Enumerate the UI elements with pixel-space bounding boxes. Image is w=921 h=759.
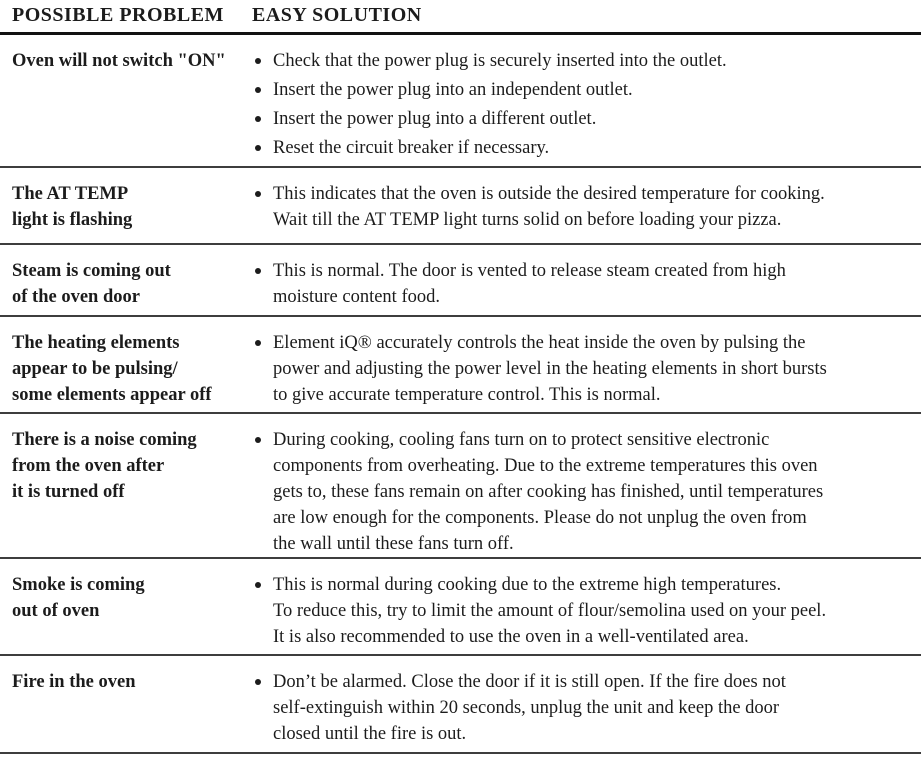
bullet-icon [255,679,261,685]
solution-text: Don’t be alarmed. Close the door if it i… [273,672,786,744]
bullet-icon [255,191,261,197]
solution-text: Element iQ® accurately controls the heat… [273,333,827,405]
table-row: The AT TEMP light is flashing This indic… [0,168,921,245]
table-row: There is a noise coming from the oven af… [0,414,921,559]
table-row: Steam is coming out of the oven door Thi… [0,245,921,317]
list-item: Don’t be alarmed. Close the door if it i… [252,669,921,747]
table-row: The heating elements appear to be pulsin… [0,317,921,414]
solution-cell: During cooking, cooling fans turn on to … [252,427,921,557]
bullet-icon [255,116,261,122]
table-row: Oven will not switch "ON" Check that the… [0,35,921,168]
solution-text: This is normal during cooking due to the… [273,575,827,647]
solution-cell: This is normal. The door is vented to re… [252,258,921,315]
solution-cell: Don’t be alarmed. Close the door if it i… [252,669,921,752]
list-item: During cooking, cooling fans turn on to … [252,427,921,557]
problem-cell: Fire in the oven [12,672,136,692]
problem-cell: Smoke is coming out of oven [12,575,145,621]
problem-cell: The heating elements appear to be pulsin… [12,333,212,405]
solution-text: This is normal. The door is vented to re… [273,261,786,307]
list-item: Check that the power plug is securely in… [252,48,921,74]
solution-cell: This indicates that the oven is outside … [252,181,921,243]
table-row: Smoke is coming out of oven This is norm… [0,559,921,656]
column-header-possible-problem: POSSIBLE PROBLEM [12,4,224,26]
table-header-row: POSSIBLE PROBLEM EASY SOLUTION [0,0,921,35]
list-item: Element iQ® accurately controls the heat… [252,330,921,408]
problem-cell: Oven will not switch "ON" [12,51,226,71]
problem-cell: There is a noise coming from the oven af… [12,430,197,502]
bullet-icon [255,340,261,346]
solution-text: During cooking, cooling fans turn on to … [273,430,824,554]
bullet-icon [255,87,261,93]
solution-text: Reset the circuit breaker if necessary. [273,138,550,158]
bullet-icon [255,58,261,64]
solution-cell: Check that the power plug is securely in… [252,48,921,166]
problem-cell: Steam is coming out of the oven door [12,261,171,307]
list-item: Insert the power plug into an independen… [252,77,921,103]
list-item: This is normal. The door is vented to re… [252,258,921,310]
column-header-easy-solution: EASY SOLUTION [252,4,422,26]
bullet-icon [255,145,261,151]
solution-text: Insert the power plug into an independen… [273,80,633,100]
list-item: This indicates that the oven is outside … [252,181,921,233]
solution-cell: This is normal during cooking due to the… [252,572,921,654]
solution-text: This indicates that the oven is outside … [273,184,825,230]
table-row: Fire in the oven Don’t be alarmed. Close… [0,656,921,754]
list-item: Reset the circuit breaker if necessary. [252,135,921,161]
list-item: This is normal during cooking due to the… [252,572,921,650]
problem-cell: The AT TEMP light is flashing [12,184,133,230]
list-item: Insert the power plug into a different o… [252,106,921,132]
bullet-icon [255,268,261,274]
bullet-icon [255,437,261,443]
solution-text: Insert the power plug into a different o… [273,109,597,129]
bullet-icon [255,582,261,588]
solution-text: Check that the power plug is securely in… [273,51,727,71]
solution-cell: Element iQ® accurately controls the heat… [252,330,921,412]
